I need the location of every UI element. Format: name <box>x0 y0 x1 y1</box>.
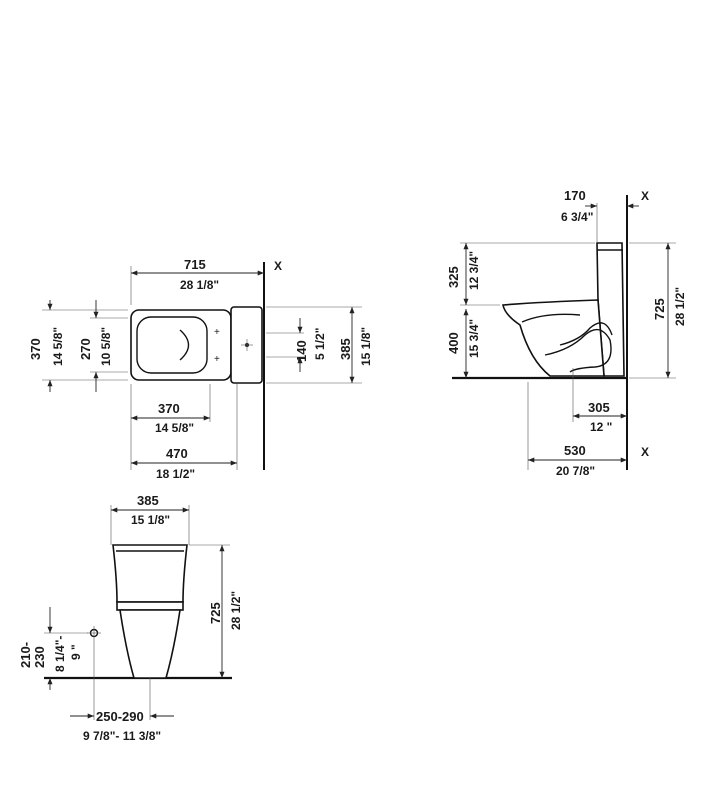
dim-seat-height-in: 15 3/4" <box>467 319 481 358</box>
dim-front-width-in: 15 1/8" <box>131 513 170 527</box>
bowl-opening <box>136 316 208 374</box>
dim-supply-height-in-b: 9 " <box>69 644 83 660</box>
bowl-outline <box>130 309 232 381</box>
dim-projection-in: 20 7/8" <box>556 464 595 478</box>
mount-mark: + <box>214 327 220 338</box>
dim-length-mm: 470 <box>166 446 188 461</box>
pedestal-front <box>119 609 181 679</box>
tank-front <box>112 544 188 603</box>
dim-seat-mm: 370 <box>158 401 180 416</box>
trapway <box>544 328 612 373</box>
dim-seat-height-mm: 400 <box>446 332 461 354</box>
dim-tank-mm: 140 <box>294 340 309 362</box>
side-view: X X 170 6 3/4" 325 12 3/4" 400 15 3/4" <box>446 188 687 478</box>
dim-rough-in: 12 " <box>590 420 612 434</box>
dim-bowl-in: 10 5/8" <box>99 327 113 366</box>
seat-front <box>116 601 184 611</box>
dim-tank-depth-in: 15 1/8" <box>359 327 373 366</box>
dim-tank-height-mm: 325 <box>446 266 461 288</box>
dim-depth-mm: 370 <box>28 338 43 360</box>
dim-depth-in: 14 5/8" <box>51 327 65 366</box>
dim-front-height-in: 28 1/2" <box>229 591 243 630</box>
dim-length-in: 18 1/2" <box>156 467 195 481</box>
dim-tank-height-in: 12 3/4" <box>467 251 481 290</box>
dim-tank-in: 5 1/2" <box>313 328 327 360</box>
dim-tank-depth-mm: 385 <box>338 338 353 360</box>
bowl-inner <box>179 329 190 361</box>
front-view: 385 15 1/8" 725 28 1/2" 210- 230 8 1/4"-… <box>18 493 243 743</box>
tank-profile <box>596 242 625 377</box>
dim-supply-height-mm-a: 210- <box>18 642 33 668</box>
dim-offset-in: 6 3/4" <box>561 210 593 224</box>
bowl-rim <box>521 313 581 323</box>
dim-supply-offset-in: 9 7/8"- 11 3/8" <box>83 729 161 743</box>
bowl-profile <box>502 299 605 377</box>
dim-projection-mm: 530 <box>564 443 586 458</box>
top-view: X + + 715 28 1/8" 370 14 5/8" 270 10 5/8… <box>28 257 373 481</box>
dim-bowl-mm: 270 <box>78 338 93 360</box>
wall-mark-bottom: X <box>641 445 649 459</box>
dim-front-width-mm: 385 <box>137 493 159 508</box>
dim-width-in: 28 1/8" <box>180 278 219 292</box>
dim-width-mm: 715 <box>184 257 206 272</box>
dim-rough-mm: 305 <box>588 400 610 415</box>
dim-supply-offset-mm: 250-290 <box>96 709 144 724</box>
wall-mark: X <box>274 259 282 273</box>
dim-total-height-mm: 725 <box>652 298 667 320</box>
dim-supply-height-in-a: 8 1/4"- <box>53 636 67 672</box>
dim-supply-height-mm-b: 230 <box>32 646 47 668</box>
dim-front-height-mm: 725 <box>208 602 223 624</box>
dim-total-height-in: 28 1/2" <box>673 287 687 326</box>
mount-mark: + <box>214 354 220 365</box>
wall-mark-top: X <box>641 189 649 203</box>
dim-seat-in: 14 5/8" <box>155 421 194 435</box>
dim-offset-mm: 170 <box>564 188 586 203</box>
